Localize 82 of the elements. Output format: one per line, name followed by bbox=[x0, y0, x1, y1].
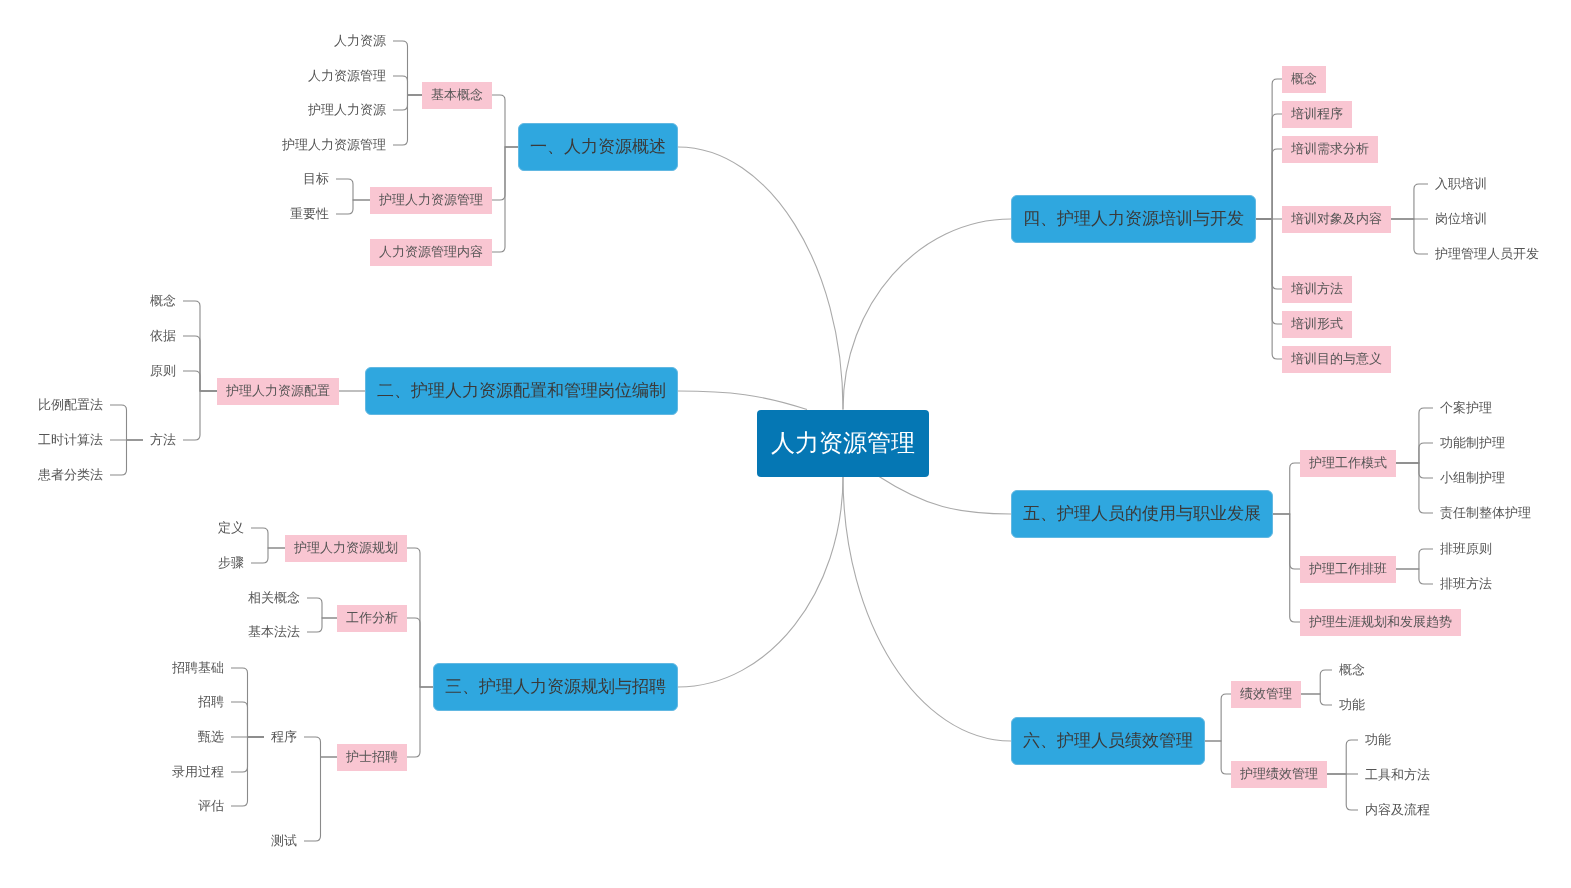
subtopic-box: 护理绩效管理 bbox=[1231, 760, 1327, 788]
topic-label: 护理人力资源管理 bbox=[275, 135, 393, 155]
subtopic-box: 护理工作排班 bbox=[1300, 555, 1396, 583]
topic-label: 概念 bbox=[1332, 660, 1372, 680]
connector-line bbox=[842, 475, 1012, 742]
topic-label: 测试 bbox=[264, 831, 304, 851]
connector-line bbox=[1300, 693, 1333, 706]
subtopic-box: 培训形式 bbox=[1282, 310, 1352, 338]
subtopic-box: 培训目的与意义 bbox=[1282, 345, 1391, 373]
topic-label: 原则 bbox=[143, 361, 183, 381]
topic-label: 功能 bbox=[1358, 730, 1398, 750]
topic-label: 责任制整体护理 bbox=[1433, 503, 1538, 523]
connector-line bbox=[677, 390, 808, 411]
topic-label: 人力资源管理 bbox=[301, 66, 393, 86]
topic-label: 个案护理 bbox=[1433, 398, 1499, 418]
subtopic-box: 护理人力资源管理 bbox=[370, 186, 492, 214]
topic-label: 依据 bbox=[143, 326, 183, 346]
connector-line bbox=[1204, 740, 1232, 775]
connector-line bbox=[406, 686, 434, 758]
main-topic-box: 四、护理人力资源培训与开发 bbox=[1011, 195, 1256, 243]
connector-line bbox=[1326, 773, 1359, 811]
connector-line bbox=[878, 475, 1012, 515]
connector-line bbox=[1395, 462, 1434, 514]
connector-line bbox=[306, 617, 338, 633]
topic-label: 护理管理人员开发 bbox=[1428, 244, 1546, 264]
connector-line bbox=[230, 736, 265, 807]
connector-line bbox=[842, 218, 1012, 411]
main-topic-box: 二、护理人力资源配置和管理岗位编制 bbox=[365, 367, 678, 415]
subtopic-box: 护士招聘 bbox=[337, 743, 407, 771]
subtopic-box: 护理工作模式 bbox=[1300, 449, 1396, 477]
subtopic-box: 护理人力资源配置 bbox=[217, 377, 339, 405]
subtopic-box: 培训程序 bbox=[1282, 100, 1352, 128]
topic-label: 定义 bbox=[211, 518, 251, 538]
central-topic-box: 人力资源管理 bbox=[757, 409, 929, 477]
topic-label: 录用过程 bbox=[165, 762, 231, 782]
topic-label: 入职培训 bbox=[1428, 174, 1494, 194]
connector-line bbox=[338, 390, 366, 392]
topic-label: 护理人力资源 bbox=[301, 100, 393, 120]
topic-label: 重要性 bbox=[283, 204, 336, 224]
main-topic-box: 五、护理人员的使用与职业发展 bbox=[1011, 490, 1273, 538]
topic-label: 方法 bbox=[143, 430, 183, 450]
topic-label: 目标 bbox=[296, 169, 336, 189]
topic-label: 工具和方法 bbox=[1358, 765, 1437, 785]
connector-line bbox=[250, 547, 286, 564]
connector-line bbox=[1255, 218, 1283, 360]
topic-label: 排班方法 bbox=[1433, 574, 1499, 594]
subtopic-box: 护理生涯规划和发展趋势 bbox=[1300, 608, 1461, 636]
connector-line bbox=[491, 146, 519, 253]
connector-line bbox=[335, 199, 371, 215]
topic-label: 排班原则 bbox=[1433, 539, 1499, 559]
subtopic-box: 基本概念 bbox=[422, 81, 492, 109]
subtopic-box: 培训需求分析 bbox=[1282, 135, 1378, 163]
topic-label: 工时计算法 bbox=[31, 430, 110, 450]
topic-label: 程序 bbox=[264, 727, 304, 747]
topic-label: 比例配置法 bbox=[31, 395, 110, 415]
topic-label: 内容及流程 bbox=[1358, 800, 1437, 820]
topic-label: 小组制护理 bbox=[1433, 468, 1512, 488]
connector-line bbox=[1390, 218, 1429, 255]
subtopic-box: 人力资源管理内容 bbox=[370, 238, 492, 266]
topic-label: 岗位培训 bbox=[1428, 209, 1494, 229]
subtopic-box: 工作分析 bbox=[337, 604, 407, 632]
topic-label: 招聘 bbox=[191, 692, 231, 712]
topic-label: 基本法法 bbox=[241, 622, 307, 642]
subtopic-box: 护理人力资源规划 bbox=[285, 534, 407, 562]
topic-label: 招聘基础 bbox=[165, 658, 231, 678]
main-topic-box: 三、护理人力资源规划与招聘 bbox=[433, 663, 678, 711]
topic-label: 患者分类法 bbox=[31, 465, 110, 485]
topic-label: 概念 bbox=[143, 291, 183, 311]
topic-label: 甄选 bbox=[191, 727, 231, 747]
connector-line bbox=[1395, 568, 1434, 585]
topic-label: 步骤 bbox=[211, 553, 251, 573]
topic-label: 功能 bbox=[1332, 695, 1372, 715]
topic-label: 功能制护理 bbox=[1433, 433, 1512, 453]
topic-label: 相关概念 bbox=[241, 588, 307, 608]
subtopic-box: 绩效管理 bbox=[1231, 680, 1301, 708]
main-topic-box: 一、人力资源概述 bbox=[518, 123, 678, 171]
subtopic-box: 培训对象及内容 bbox=[1282, 205, 1391, 233]
topic-label: 人力资源 bbox=[327, 31, 393, 51]
subtopic-box: 概念 bbox=[1282, 65, 1326, 93]
topic-label: 评估 bbox=[191, 796, 231, 816]
main-topic-box: 六、护理人员绩效管理 bbox=[1011, 717, 1205, 765]
subtopic-box: 培训方法 bbox=[1282, 275, 1352, 303]
